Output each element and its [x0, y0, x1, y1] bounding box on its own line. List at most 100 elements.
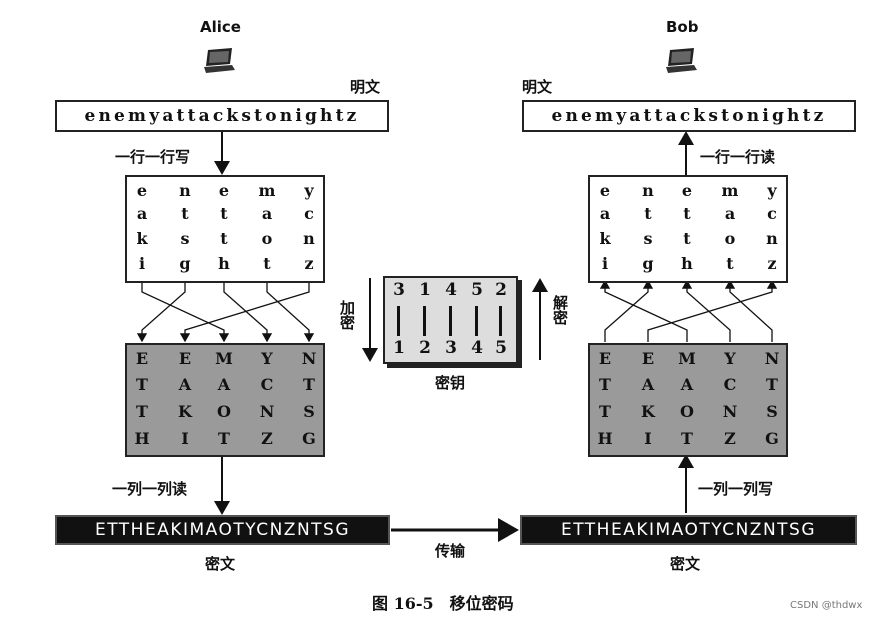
grid-cell: Y: [724, 349, 736, 368]
grid-cell: k: [599, 229, 611, 248]
grid-cell: T: [218, 429, 230, 448]
key-digit: 1: [393, 338, 405, 358]
grid-cell: T: [599, 402, 611, 421]
grid-cell: H: [134, 429, 150, 448]
grid-cell: H: [597, 429, 613, 448]
key-digit: 4: [445, 280, 457, 300]
grid-cell: N: [722, 402, 738, 421]
grid-cell: A: [680, 375, 694, 394]
grid-cell: I: [644, 429, 652, 448]
transmit-label: 传输: [435, 542, 466, 560]
grid-cell: C: [260, 375, 274, 394]
grid-cell: T: [136, 402, 148, 421]
grid-cell: N: [301, 349, 317, 368]
grid-cell: S: [303, 402, 315, 421]
grid-cell: o: [724, 229, 736, 248]
permutation-line: [179, 280, 310, 343]
grid-cell: K: [641, 402, 655, 421]
grid-cell: M: [678, 349, 696, 368]
alice-ciphertext-label: 密文: [205, 555, 236, 573]
grid-cell: N: [764, 349, 780, 368]
key-bar: [475, 306, 478, 336]
grid-cell: Y: [261, 349, 273, 368]
grid-cell: t: [683, 229, 691, 248]
grid-cell: e: [599, 181, 611, 200]
grid-cell: I: [181, 429, 189, 448]
permutation-line: [599, 279, 688, 342]
grid-cell: M: [215, 349, 233, 368]
grid-cell: k: [136, 229, 148, 248]
key-digit: 2: [419, 338, 431, 358]
grid-cell: z: [304, 254, 314, 273]
alice-name: Alice: [200, 18, 241, 36]
key-digit: 5: [471, 280, 483, 300]
key-digit: 1: [419, 280, 431, 300]
key-bar: [449, 306, 452, 336]
alice-plaintext-label: 明文: [350, 78, 381, 96]
grid-cell: t: [220, 204, 228, 223]
key-digit: 3: [445, 338, 457, 358]
grid-cell: n: [303, 229, 315, 248]
grid-cell: t: [644, 204, 652, 223]
bob-ciphertext-label: 密文: [670, 555, 701, 573]
grid-cell: t: [181, 204, 189, 223]
bob-name: Bob: [666, 18, 699, 36]
grid-cell: e: [218, 181, 230, 200]
bob-read-label: 一行一行读: [700, 148, 776, 166]
permutation-line: [141, 280, 230, 343]
grid-cell: s: [643, 229, 653, 248]
key-digit: 5: [495, 338, 507, 358]
grid-cell: Z: [724, 429, 736, 448]
grid-cell: a: [724, 204, 736, 223]
permutation-line: [266, 280, 315, 343]
grid-cell: n: [766, 229, 778, 248]
alice-ciphertext: ETTHEAKIMAOTYCNZNTSG: [55, 515, 390, 545]
grid-cell: E: [178, 349, 192, 368]
decrypt-label: 解密: [551, 295, 569, 325]
key-bar: [423, 306, 426, 336]
grid-cell: T: [599, 375, 611, 394]
grid-cell: O: [217, 402, 231, 421]
grid-cell: E: [135, 349, 149, 368]
grid-cell: c: [304, 204, 314, 223]
grid-cell: T: [681, 429, 693, 448]
key-digit: 2: [495, 280, 507, 300]
grid-cell: n: [179, 181, 191, 200]
bob-plaintext-label: 明文: [522, 78, 553, 96]
grid-cell: h: [218, 254, 230, 273]
grid-cell: A: [178, 375, 192, 394]
grid-cell: i: [138, 254, 146, 273]
grid-cell: A: [217, 375, 231, 394]
grid-cell: E: [641, 349, 655, 368]
alice-plaintext: enemyattackstonightz: [55, 100, 389, 132]
grid-cell: t: [726, 254, 734, 273]
grid-cell: h: [681, 254, 693, 273]
grid-cell: s: [180, 229, 190, 248]
grid-cell: K: [178, 402, 192, 421]
permutation-line: [223, 280, 273, 343]
key-label: 密钥: [435, 374, 466, 392]
grid-cell: N: [259, 402, 275, 421]
grid-cell: A: [641, 375, 655, 394]
bob-plaintext: enemyattackstonightz: [522, 100, 856, 132]
laptop-icon: [666, 48, 697, 73]
grid-cell: C: [723, 375, 737, 394]
grid-cell: z: [767, 254, 777, 273]
grid-cell: g: [642, 254, 654, 273]
permutation-line: [647, 279, 778, 342]
grid-cell: a: [261, 204, 273, 223]
grid-cell: m: [721, 181, 739, 200]
permutation-lines-bob: [599, 279, 778, 342]
grid-cell: G: [302, 429, 316, 448]
permutation-line: [136, 280, 186, 343]
bob-write-label: 一列一列写: [698, 480, 774, 498]
key-bar: [499, 306, 502, 336]
bob-ciphertext: ETTHEAKIMAOTYCNZNTSG: [520, 515, 857, 545]
